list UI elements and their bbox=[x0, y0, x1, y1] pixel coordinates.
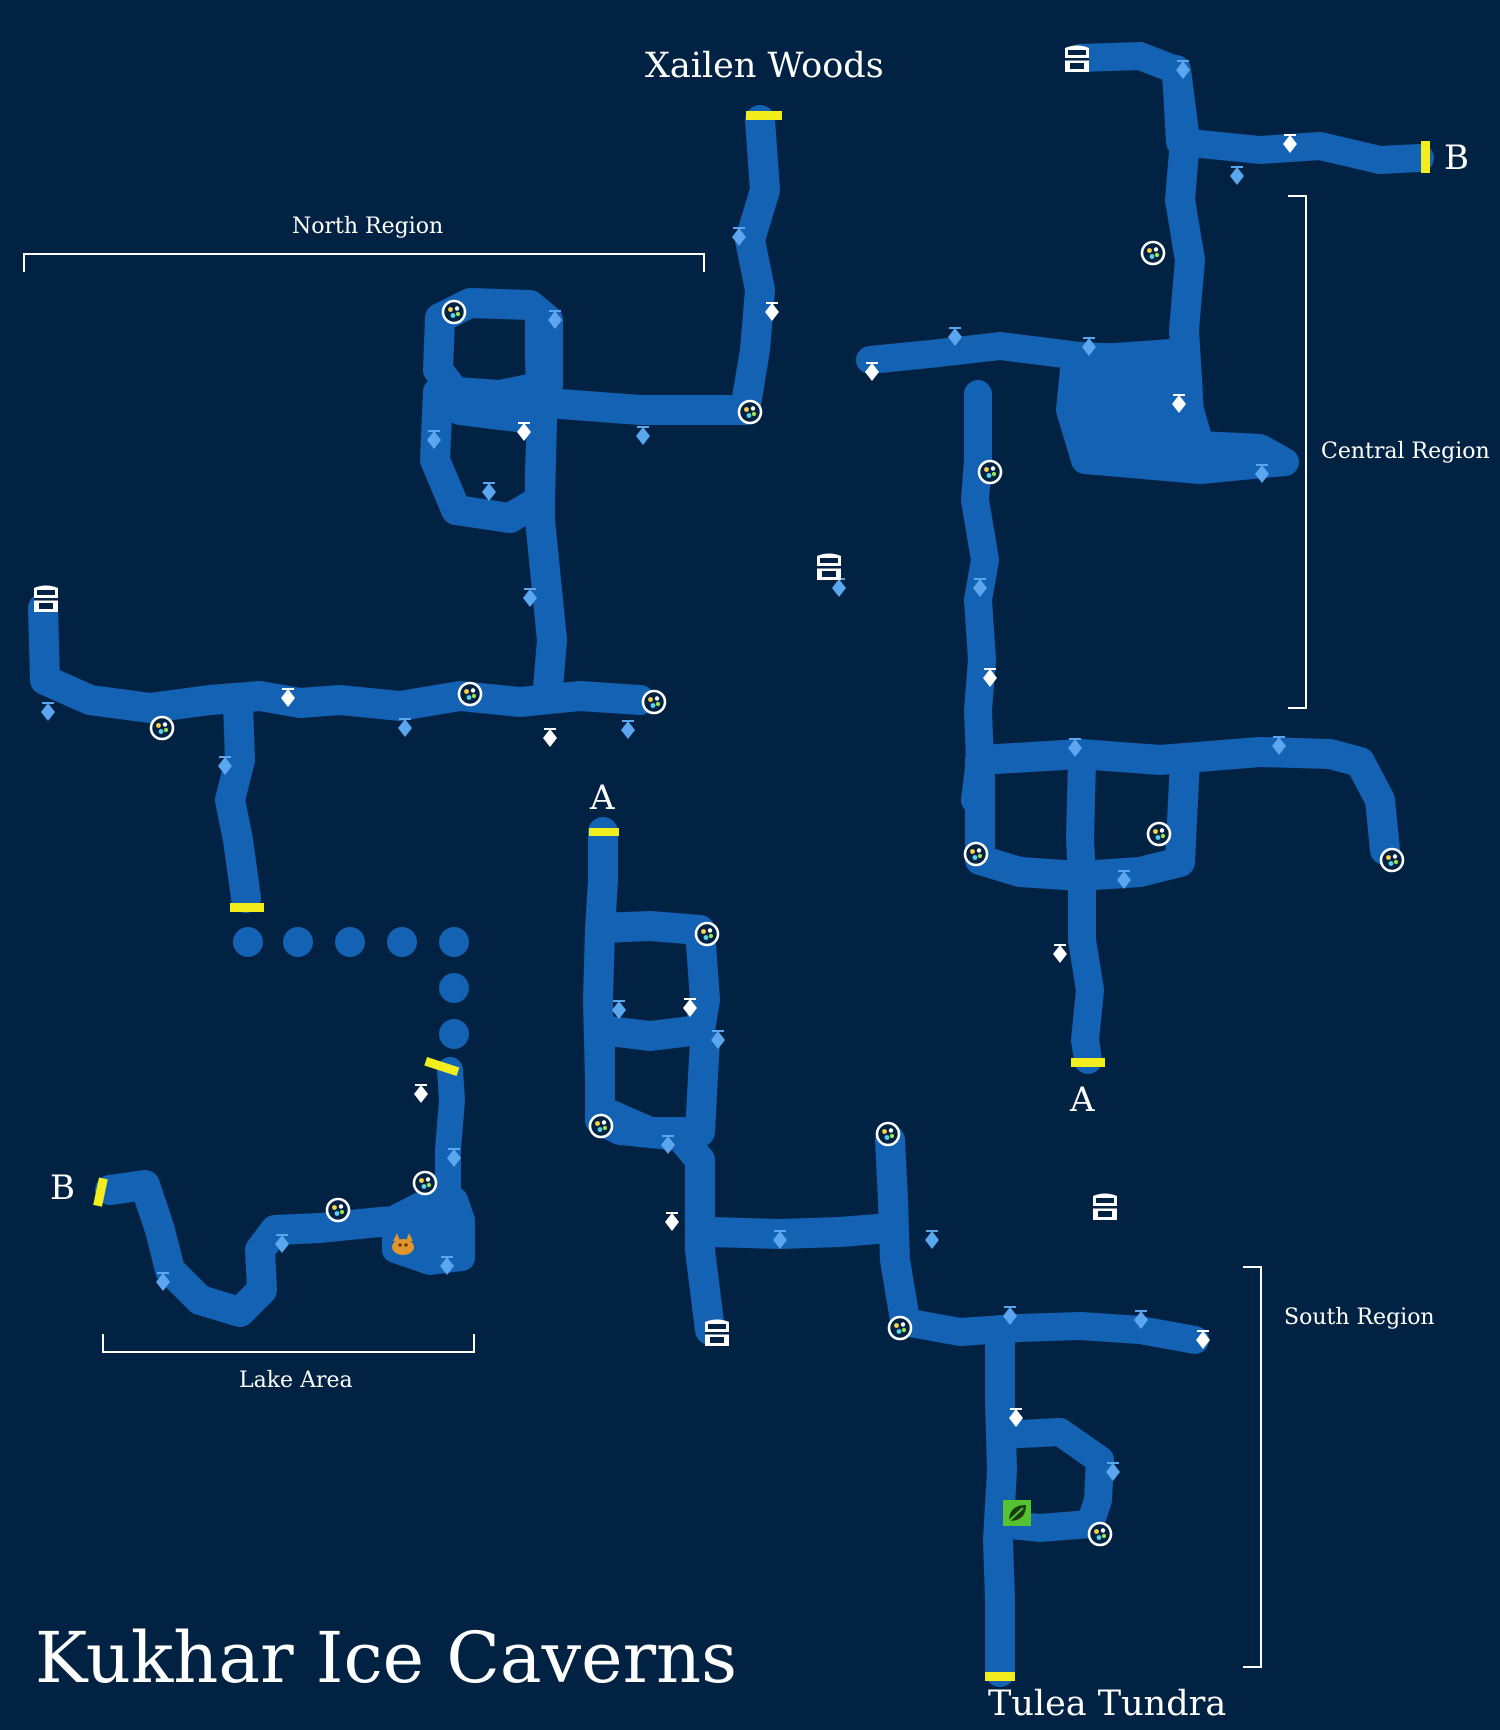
exit-marker-icon bbox=[93, 1177, 108, 1207]
exit-label-xailen-woods: Xailen Woods bbox=[645, 46, 884, 86]
gem-orb-icon bbox=[641, 689, 667, 715]
gem-orb-icon bbox=[694, 921, 720, 947]
save-crystal-icon bbox=[665, 1212, 679, 1231]
treasure-chest-icon bbox=[817, 553, 841, 580]
region-label-south: South Region bbox=[1284, 1305, 1435, 1330]
gem-orb-icon bbox=[1087, 1521, 1113, 1547]
save-crystal-icon bbox=[1053, 944, 1067, 963]
cave-a-ring-1 bbox=[585, 911, 720, 1051]
cave-central-top bbox=[1066, 42, 1434, 174]
gem-orb-icon bbox=[457, 681, 483, 707]
region-label-central: Central Region bbox=[1321, 439, 1490, 464]
gem-orb-icon bbox=[412, 1170, 438, 1196]
cave-central-down bbox=[961, 380, 999, 814]
exit-marker-icon bbox=[1071, 1058, 1105, 1067]
gem-orb-icon bbox=[1140, 240, 1166, 266]
mineral-diamond-icon bbox=[925, 1230, 939, 1249]
cave-central-spur-a bbox=[1068, 866, 1104, 1074]
cave-a-to-south bbox=[695, 1213, 905, 1249]
gem-orb-icon bbox=[963, 841, 989, 867]
gem-orb-icon bbox=[875, 1121, 901, 1147]
cave-xailen-passage bbox=[545, 105, 780, 425]
enemy-creature-icon bbox=[392, 1233, 414, 1255]
cave-lake-up bbox=[435, 1057, 465, 1218]
gem-orb-icon bbox=[441, 299, 467, 325]
cave-north-west-corridor bbox=[28, 593, 655, 723]
gem-orb-icon bbox=[737, 399, 763, 425]
region-bracket-north bbox=[23, 253, 705, 272]
exit-markers bbox=[93, 111, 1430, 1681]
cave-passages bbox=[28, 42, 1434, 1687]
exit-marker-icon bbox=[230, 903, 264, 912]
cave-lake-passage bbox=[95, 1170, 435, 1327]
cave-central-lower-mid bbox=[1066, 746, 1096, 890]
gem-orb-icon bbox=[1146, 821, 1172, 847]
region-bracket-south bbox=[1243, 1266, 1262, 1668]
cave-south-loop bbox=[986, 1418, 1114, 1542]
cave-north-loop-ring-2 bbox=[420, 377, 557, 533]
mineral-diamond-icon bbox=[636, 426, 650, 445]
region-label-north: North Region bbox=[292, 214, 444, 239]
mineral-diamond-icon bbox=[1230, 166, 1244, 185]
save-crystal-icon bbox=[414, 1084, 428, 1103]
cave-a-ring-2 bbox=[585, 1015, 720, 1147]
gem-orb-icon bbox=[588, 1113, 614, 1139]
gem-orb-icon bbox=[325, 1197, 351, 1223]
cave-south-vertical bbox=[875, 1125, 920, 1335]
treasure-chest-icon bbox=[34, 585, 58, 612]
cave-south-down bbox=[983, 1315, 1017, 1687]
exit-marker-icon bbox=[746, 111, 782, 120]
exit-marker-icon bbox=[589, 828, 619, 836]
mineral-diamond-icon bbox=[41, 702, 55, 721]
mineral-diamond-icon bbox=[612, 1000, 626, 1019]
mineral-diamond-icon bbox=[832, 578, 846, 597]
gem-orb-icon bbox=[149, 715, 175, 741]
cave-north-west-spur bbox=[215, 689, 261, 913]
connector-label-a-bottom: A bbox=[1070, 1080, 1095, 1120]
treasure-chest-icon bbox=[1093, 1193, 1117, 1220]
treasure-chest-icon bbox=[1065, 45, 1089, 72]
exit-marker-icon bbox=[985, 1672, 1015, 1681]
exit-marker-icon bbox=[1421, 141, 1430, 173]
gem-orb-icon bbox=[977, 459, 1003, 485]
cave-south-horizontal bbox=[891, 1308, 1209, 1354]
mineral-diamond-icon bbox=[621, 720, 635, 739]
treasure-chest-icon bbox=[705, 1319, 729, 1346]
mineral-diamonds bbox=[41, 60, 1286, 1481]
region-label-lake: Lake Area bbox=[239, 1368, 353, 1393]
connector-label-b-right: B bbox=[1444, 138, 1469, 178]
herb-leaf-icon bbox=[1003, 1500, 1031, 1526]
cave-north-loop-ring-1 bbox=[423, 288, 563, 410]
mineral-diamond-icon bbox=[482, 482, 496, 501]
region-bracket-central bbox=[1288, 195, 1307, 709]
save-crystal-icon bbox=[543, 728, 557, 747]
connector-label-b-left: B bbox=[50, 1168, 75, 1208]
gem-orb-icon bbox=[1379, 847, 1405, 873]
map-title: Kukhar Ice Caverns bbox=[35, 1617, 738, 1699]
region-bracket-lake bbox=[102, 1334, 475, 1353]
exit-marker-icon bbox=[424, 1056, 460, 1077]
gem-orb-icon bbox=[887, 1315, 913, 1341]
exit-label-tulea-tundra: Tulea Tundra bbox=[988, 1684, 1227, 1724]
path-dots bbox=[233, 927, 469, 1049]
connector-label-a-top: A bbox=[590, 778, 615, 818]
